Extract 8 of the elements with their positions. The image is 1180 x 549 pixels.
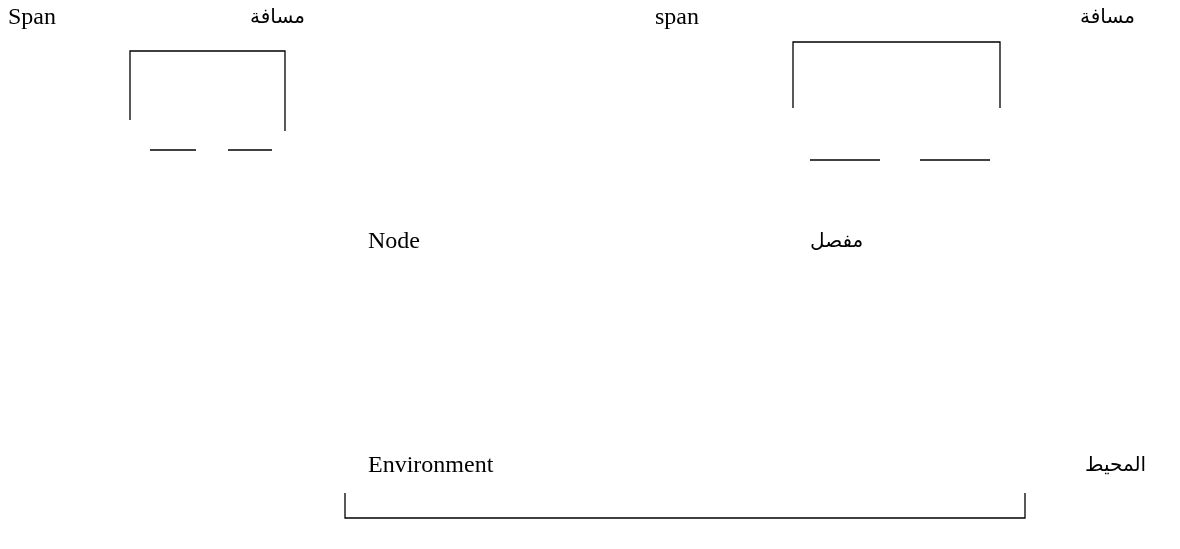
term-label: Span — [8, 2, 56, 30]
term-label: Node — [368, 226, 420, 254]
arabic-term-label: المحيط — [1085, 451, 1147, 478]
term-label: span — [655, 2, 699, 30]
arabic-term-label: مسافة — [250, 3, 305, 30]
term-label: Environment — [368, 450, 494, 478]
arabic-term-label: مسافة — [1080, 3, 1135, 30]
arabic-term-label: مفصل — [810, 227, 864, 254]
